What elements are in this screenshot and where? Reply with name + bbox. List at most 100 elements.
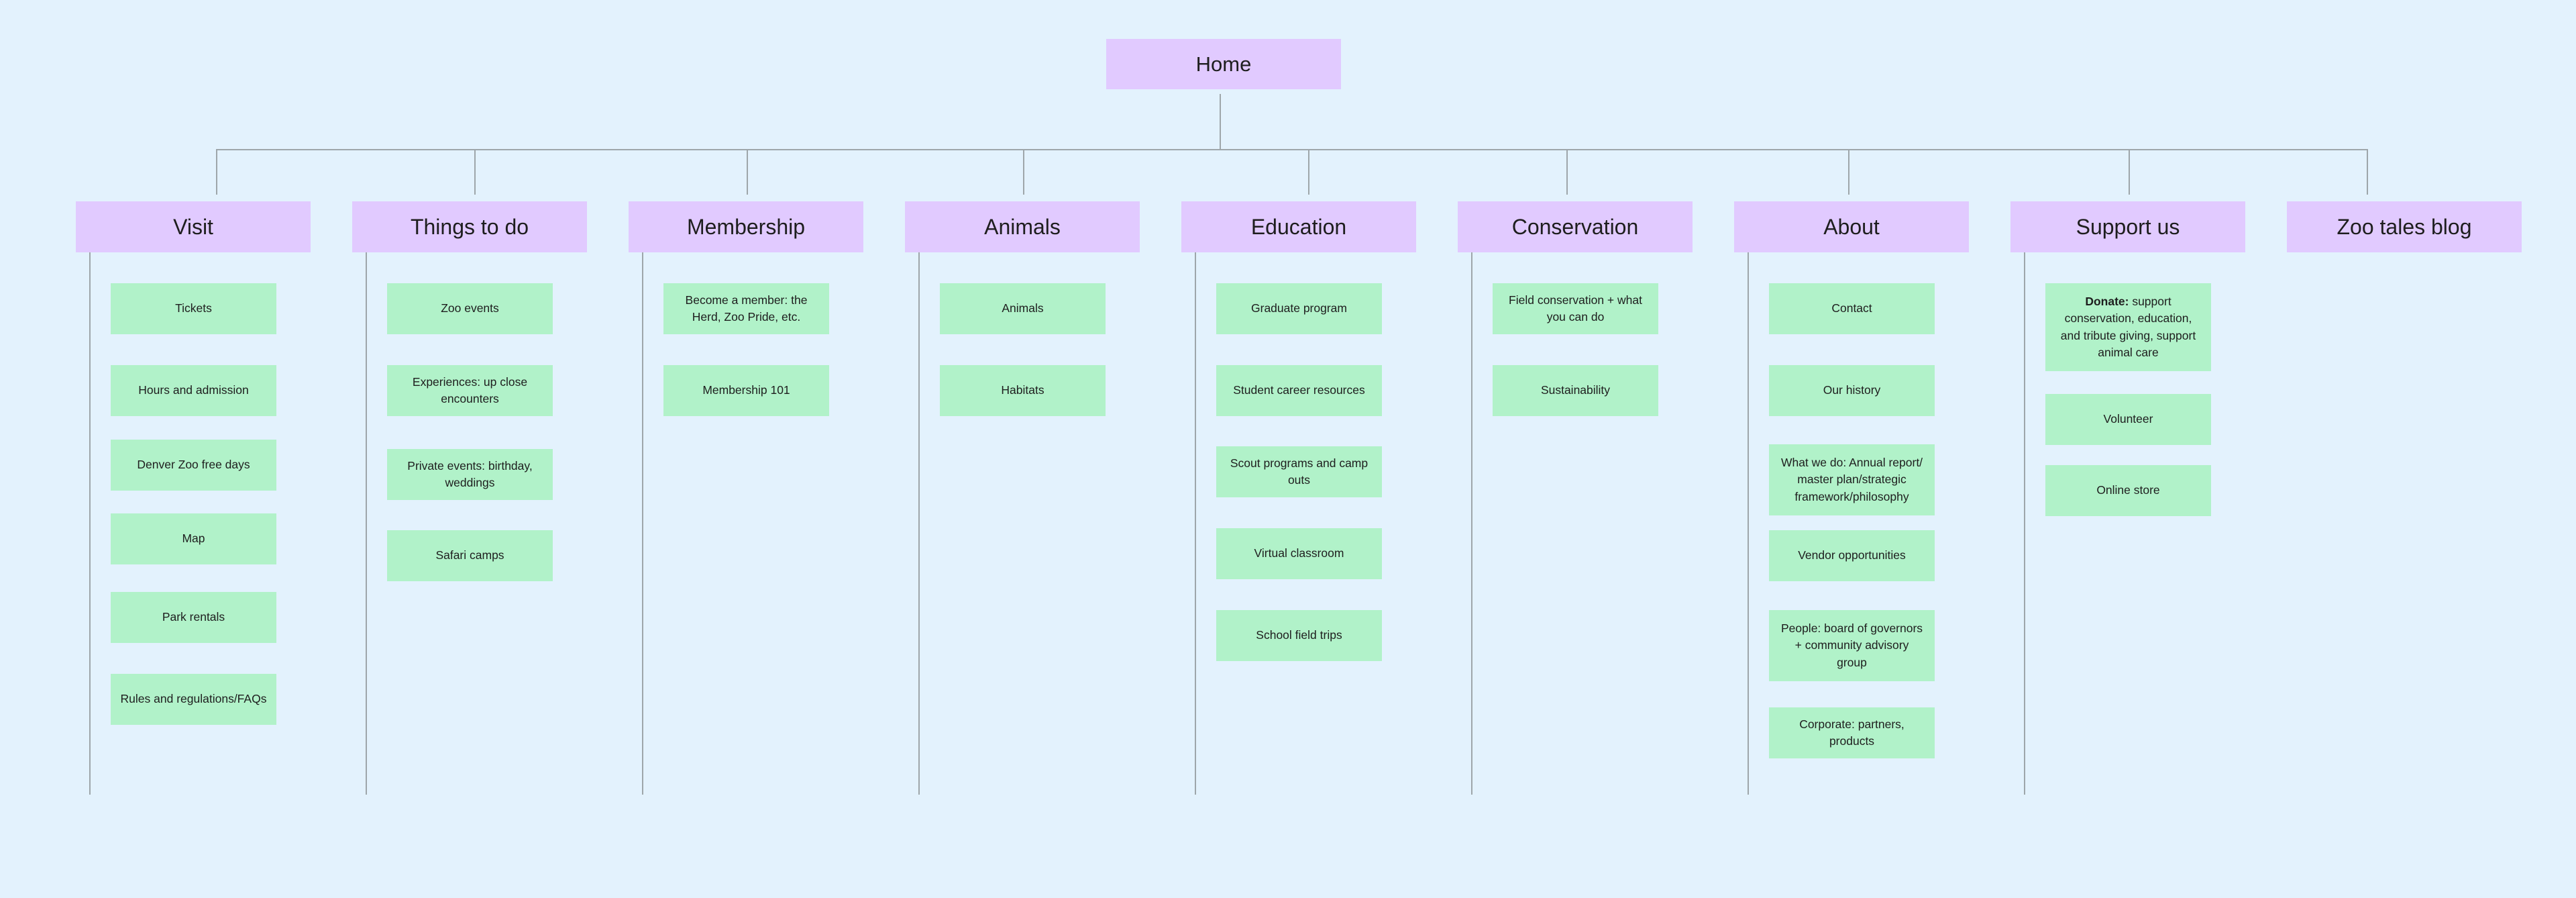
- page-card-label: Online store: [2096, 483, 2160, 497]
- page-card[interactable]: Safari camps: [387, 530, 553, 581]
- page-card-label: Map: [182, 532, 205, 546]
- page-card-text: Habitats: [1001, 382, 1044, 399]
- page-card-label: Contact: [1831, 301, 1872, 315]
- page-card-label: Animals: [1002, 301, 1044, 315]
- page-card[interactable]: Field conservation + what you can do: [1493, 283, 1658, 334]
- page-card-text: Denver Zoo free days: [137, 456, 250, 473]
- page-card[interactable]: Donate: support conservation, education,…: [2045, 283, 2211, 371]
- page-card[interactable]: School field trips: [1216, 610, 1382, 661]
- page-card-text: Virtual classroom: [1254, 545, 1344, 562]
- page-card[interactable]: Map: [111, 513, 276, 564]
- home-label: Home: [1195, 52, 1252, 76]
- page-card[interactable]: Our history: [1769, 365, 1935, 416]
- page-card[interactable]: Animals: [940, 283, 1106, 334]
- page-card-label: Volunteer: [2103, 412, 2153, 426]
- page-card[interactable]: People: board of governors + community a…: [1769, 610, 1935, 681]
- page-card-label: Membership 101: [702, 383, 790, 397]
- branch-drop-line: [1308, 149, 1309, 195]
- page-card-label: Park rentals: [162, 610, 225, 624]
- page-card-text: People: board of governors + community a…: [1778, 620, 1925, 671]
- page-card-label: Virtual classroom: [1254, 546, 1344, 560]
- category-support-us[interactable]: Support us: [2010, 201, 2245, 252]
- page-card[interactable]: Volunteer: [2045, 394, 2211, 445]
- page-card-label: Graduate program: [1251, 301, 1347, 315]
- page-card-text: Private events: birthday, weddings: [396, 458, 543, 492]
- page-card-text: Student career resources: [1233, 382, 1365, 399]
- category-membership[interactable]: Membership: [629, 201, 863, 252]
- page-card[interactable]: Scout programs and camp outs: [1216, 446, 1382, 497]
- page-card-label: Habitats: [1001, 383, 1044, 397]
- page-card[interactable]: Habitats: [940, 365, 1106, 416]
- page-card[interactable]: Sustainability: [1493, 365, 1658, 416]
- page-card-label: Private events: birthday, weddings: [407, 458, 533, 489]
- category-label: Animals: [984, 214, 1061, 239]
- page-card[interactable]: Park rentals: [111, 592, 276, 643]
- category-label: Things to do: [410, 214, 529, 239]
- branch-drop-line: [747, 149, 748, 195]
- category-label: About: [1823, 214, 1880, 239]
- column-tree-line: [366, 252, 367, 795]
- page-card-text: Experiences: up close encounters: [396, 374, 543, 408]
- page-card-text: Sustainability: [1541, 382, 1610, 399]
- page-card[interactable]: Graduate program: [1216, 283, 1382, 334]
- home-node[interactable]: Home: [1106, 39, 1341, 89]
- page-card[interactable]: Membership 101: [663, 365, 829, 416]
- page-card-text: Rules and regulations/FAQs: [121, 691, 267, 707]
- page-card[interactable]: Zoo events: [387, 283, 553, 334]
- page-card-text: Park rentals: [162, 609, 225, 626]
- page-card-text: Corporate: partners, products: [1778, 716, 1925, 750]
- page-card[interactable]: Student career resources: [1216, 365, 1382, 416]
- page-card-text: Vendor opportunities: [1798, 547, 1906, 564]
- page-card[interactable]: Become a member: the Herd, Zoo Pride, et…: [663, 283, 829, 334]
- branch-drop-line: [1848, 149, 1849, 195]
- branch-drop-line: [216, 149, 217, 195]
- page-card-text: Safari camps: [435, 547, 504, 564]
- page-card-label: Hours and admission: [138, 383, 249, 397]
- page-card[interactable]: Online store: [2045, 465, 2211, 516]
- page-card[interactable]: Hours and admission: [111, 365, 276, 416]
- page-card-text: Online store: [2096, 482, 2159, 499]
- page-card-text: Graduate program: [1251, 300, 1347, 317]
- page-card-text: Field conservation + what you can do: [1502, 292, 1649, 326]
- page-card-label: Student career resources: [1233, 383, 1365, 397]
- column-tree-line: [2024, 252, 2025, 795]
- column-tree-line: [642, 252, 643, 795]
- page-card-text: Scout programs and camp outs: [1226, 455, 1373, 489]
- category-zoo-tales-blog[interactable]: Zoo tales blog: [2287, 201, 2522, 252]
- page-card[interactable]: Rules and regulations/FAQs: [111, 674, 276, 725]
- category-visit[interactable]: Visit: [76, 201, 311, 252]
- page-card[interactable]: Corporate: partners, products: [1769, 707, 1935, 758]
- column-tree-line: [918, 252, 920, 795]
- page-card[interactable]: Contact: [1769, 283, 1935, 334]
- category-animals[interactable]: Animals: [905, 201, 1140, 252]
- page-card-label: Tickets: [175, 301, 212, 315]
- page-card[interactable]: Vendor opportunities: [1769, 530, 1935, 581]
- page-card-text: Hours and admission: [138, 382, 248, 399]
- page-card[interactable]: Tickets: [111, 283, 276, 334]
- branch-drop-line: [2129, 149, 2130, 195]
- page-card[interactable]: Denver Zoo free days: [111, 440, 276, 491]
- column-tree-line: [89, 252, 91, 795]
- page-card-text: Map: [182, 530, 205, 547]
- category-things-to-do[interactable]: Things to do: [352, 201, 587, 252]
- page-card-text: Volunteer: [2104, 411, 2153, 428]
- page-card[interactable]: Experiences: up close encounters: [387, 365, 553, 416]
- category-about[interactable]: About: [1734, 201, 1969, 252]
- column-zoo-tales-blog: Zoo tales blog: [2287, 201, 2522, 252]
- page-card[interactable]: Private events: birthday, weddings: [387, 449, 553, 500]
- page-card-label: Rules and regulations/FAQs: [120, 692, 267, 706]
- category-conservation[interactable]: Conservation: [1458, 201, 1693, 252]
- branch-drop-line: [1566, 149, 1568, 195]
- category-education[interactable]: Education: [1181, 201, 1416, 252]
- page-card-text: Zoo events: [441, 300, 499, 317]
- page-card[interactable]: What we do: Annual report/ master plan/s…: [1769, 444, 1935, 515]
- page-card-label: Experiences: up close encounters: [412, 375, 528, 405]
- page-card-label: Scout programs and camp outs: [1230, 456, 1368, 487]
- page-card[interactable]: Virtual classroom: [1216, 528, 1382, 579]
